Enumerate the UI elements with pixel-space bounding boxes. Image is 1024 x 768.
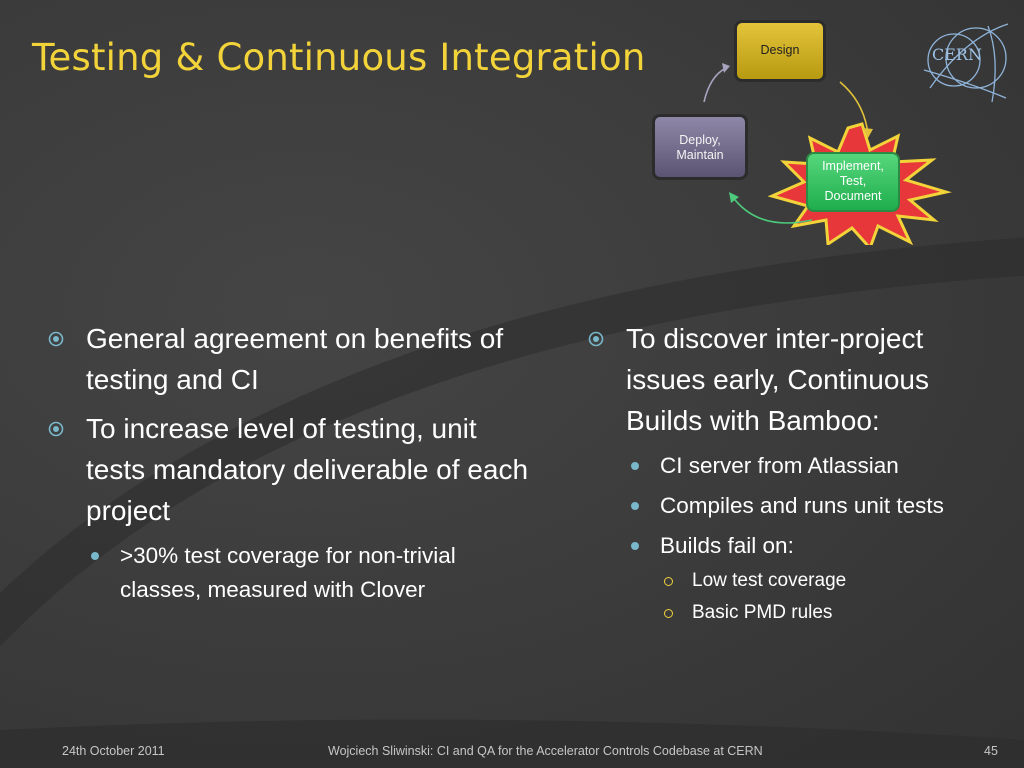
footer-title: Wojciech Sliwinski: CI and QA for the Ac… <box>328 744 763 758</box>
bullet-text: General agreement on benefits of testing… <box>86 323 504 395</box>
process-cycle-diagram: Design Deploy, Maintain Implement, Test,… <box>640 10 960 245</box>
sub-bullet-item: CI server from Atlassian <box>580 449 1010 483</box>
cern-logo: CERN <box>923 23 1009 103</box>
bullet-item: To discover inter-project issues early, … <box>580 318 1010 441</box>
circle-bullet-icon <box>588 331 604 347</box>
sub-sub-bullet-text: Low test coverage <box>692 570 847 591</box>
slide-number: 45 <box>984 744 998 758</box>
circle-bullet-icon <box>48 421 64 437</box>
arrow-deploy-to-design <box>703 67 727 103</box>
sub-bullet-item: >30% test coverage for non-trivial class… <box>40 539 540 607</box>
deploy-step-line: Maintain <box>676 148 724 162</box>
sub-sub-bullet-item: Basic PMD rules <box>580 597 1010 629</box>
implement-step-line: Implement, <box>822 159 884 173</box>
ring-bullet-icon <box>664 577 673 586</box>
sub-sub-bullet-text: Basic PMD rules <box>692 602 833 623</box>
dot-bullet-icon <box>631 462 639 470</box>
sub-bullet-text: CI server from Atlassian <box>660 453 899 478</box>
sub-bullet-item: Builds fail on: <box>580 529 1010 563</box>
sub-sub-bullet-item: Low test coverage <box>580 565 1010 597</box>
deploy-step-box: Deploy, Maintain <box>652 114 748 180</box>
logo-text: CERN <box>932 45 982 64</box>
design-step-box: Design <box>734 20 826 82</box>
sub-bullet-item: Compiles and runs unit tests <box>580 489 1010 523</box>
arrow-implement-to-deploy <box>731 195 813 224</box>
bullet-text: To discover inter-project issues early, … <box>626 323 929 436</box>
implement-step-line: Document <box>824 189 882 203</box>
bullet-item: General agreement on benefits of testing… <box>40 318 540 400</box>
dot-bullet-icon <box>91 552 99 560</box>
slide-title: Testing & Continuous Integration <box>32 36 646 79</box>
footer-date: 24th October 2011 <box>62 744 165 758</box>
circle-bullet-icon <box>48 331 64 347</box>
bullet-text: To increase level of testing, unit tests… <box>86 413 529 526</box>
implement-step-line: Test, <box>839 174 867 188</box>
left-column: General agreement on benefits of testing… <box>40 318 540 607</box>
sub-bullet-text: Builds fail on: <box>660 533 794 558</box>
implement-step-box: Implement, Test, Document <box>806 152 900 212</box>
design-step-label: Design <box>760 43 800 57</box>
dot-bullet-icon <box>631 502 639 510</box>
bullet-item: To increase level of testing, unit tests… <box>40 408 540 531</box>
sub-bullet-text: >30% test coverage for non-trivial class… <box>120 543 456 602</box>
ring-bullet-icon <box>664 609 673 618</box>
dot-bullet-icon <box>631 542 639 550</box>
right-column: To discover inter-project issues early, … <box>580 318 1010 629</box>
deploy-step-line: Deploy, <box>679 133 721 147</box>
sub-bullet-text: Compiles and runs unit tests <box>660 493 944 518</box>
